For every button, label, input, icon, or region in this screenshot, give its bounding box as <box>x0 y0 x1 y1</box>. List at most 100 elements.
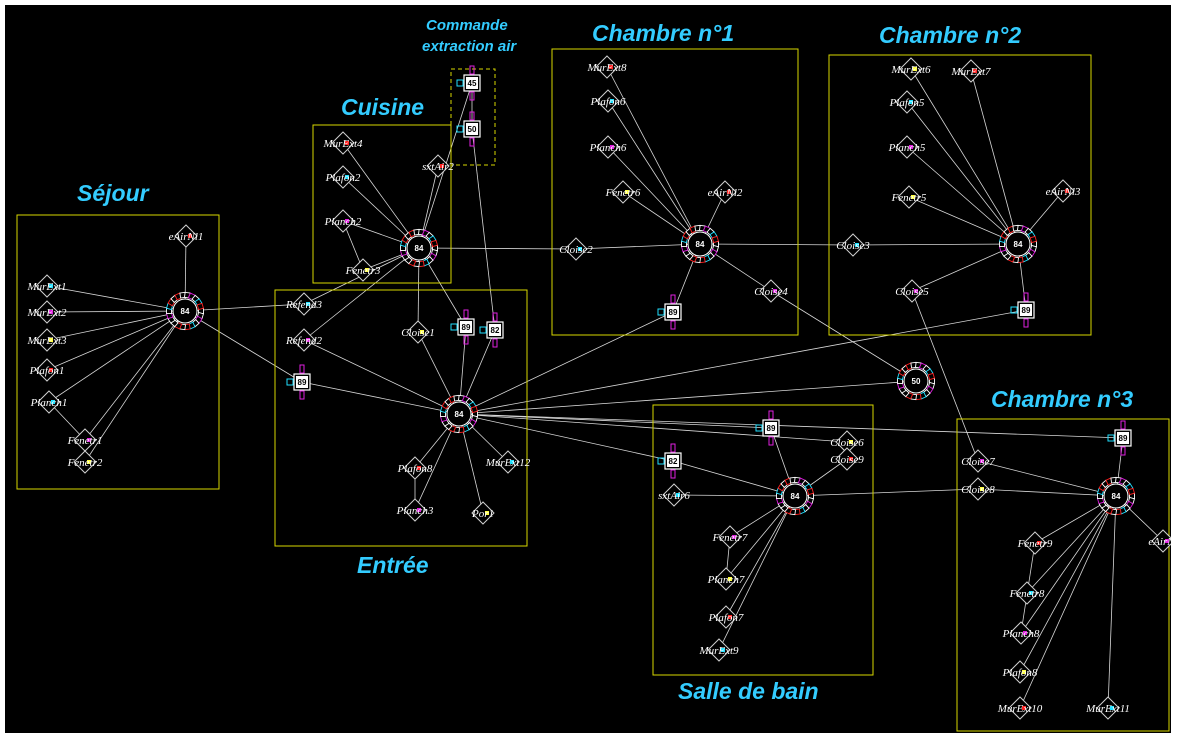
node-eairnl2[interactable]: eAirNl2 <box>708 180 743 204</box>
link-h_sejour-Plafon1 <box>46 310 186 371</box>
node-refend3[interactable]: Refend3 <box>285 292 323 316</box>
node-refend2[interactable]: Refend2 <box>285 328 323 352</box>
node-fenetr6[interactable]: Fenetr6 <box>605 180 641 204</box>
node-label: Planch3 <box>396 505 434 517</box>
node-planch5[interactable]: Planch5 <box>888 135 926 159</box>
block-b_45[interactable]: 45 <box>456 65 481 101</box>
node-sxtair2[interactable]: sxtAir2 <box>422 154 454 178</box>
node-plafon7[interactable]: Plafon7 <box>708 605 744 629</box>
node-plafon8b[interactable]: Plafon8 <box>1002 660 1038 684</box>
hub-h_sejour[interactable]: 84 <box>165 291 205 331</box>
node-eairnl4[interactable]: eAirNl <box>1148 529 1171 553</box>
hub-h_entree[interactable]: 84 <box>439 394 479 434</box>
node-cloise2[interactable]: Cloise2 <box>559 237 593 261</box>
link-h_entree-Refend2 <box>303 339 460 415</box>
block-b_50[interactable]: 50 <box>456 111 481 147</box>
port-marker <box>1120 420 1126 430</box>
node-planch7[interactable]: Planch7 <box>707 567 745 591</box>
node-cloise8[interactable]: Cloise8 <box>961 477 995 501</box>
node-plafon8[interactable]: Plafon8 <box>397 456 433 480</box>
node-murext7[interactable]: MurExt7 <box>950 59 991 83</box>
hub-h_mix[interactable]: 50 <box>896 361 936 401</box>
block-b_89sej[interactable]: 89 <box>286 364 311 400</box>
node-por1[interactable]: Por1 <box>471 501 495 525</box>
port-marker <box>456 125 464 133</box>
node-murext12[interactable]: MurExt12 <box>485 450 531 474</box>
node-cloise1[interactable]: Cloise1 <box>401 320 435 344</box>
link-h_ch2-Plafon5 <box>906 101 1019 245</box>
block-b_89ch2[interactable]: 89 <box>1010 292 1035 328</box>
node-plafon6[interactable]: Plafon6 <box>590 89 626 113</box>
node-label: MurExt3 <box>26 335 67 347</box>
node-label: Refend3 <box>285 299 323 311</box>
node-fenetr5[interactable]: Fenetr5 <box>891 185 927 209</box>
hub-number: 84 <box>415 244 424 253</box>
block-b_82a[interactable]: 82 <box>479 312 504 348</box>
node-planch2[interactable]: Planch2 <box>324 209 362 233</box>
node-diamond <box>959 59 983 83</box>
node-murext9[interactable]: MurExt9 <box>698 638 739 662</box>
node-planch6[interactable]: Planch6 <box>589 135 627 159</box>
node-cloise3[interactable]: Cloise3 <box>836 233 870 257</box>
block-b_89ch1[interactable]: 89 <box>657 294 682 330</box>
node-murext1[interactable]: MurExt1 <box>26 274 67 298</box>
node-fenetr7[interactable]: Fenetr7 <box>712 525 748 549</box>
node-cloise7[interactable]: Cloise7 <box>961 449 995 473</box>
node-port <box>849 457 853 461</box>
block-b_89a[interactable]: 89 <box>450 309 475 345</box>
node-murext2[interactable]: MurExt2 <box>26 300 67 324</box>
node-sxtair6[interactable]: sxtAir6 <box>658 483 690 507</box>
node-label: MurExt2 <box>26 307 67 319</box>
node-planch3[interactable]: Planch3 <box>396 498 434 522</box>
node-diamond <box>895 135 919 159</box>
node-eairnl1[interactable]: eAirNl1 <box>169 224 204 248</box>
node-murext11[interactable]: MurExt11 <box>1085 696 1130 720</box>
node-diamond <box>841 233 865 257</box>
hub-h_ch3[interactable]: 84 <box>1096 476 1136 516</box>
node-fenetr9[interactable]: Fenetr9 <box>1017 531 1053 555</box>
node-eairnl3[interactable]: eAirNl3 <box>1046 179 1081 203</box>
node-cloise6[interactable]: Cloise6 <box>830 430 864 454</box>
node-murext6[interactable]: MurExt6 <box>890 57 931 81</box>
hub-h_ch2[interactable]: 84 <box>998 224 1038 264</box>
node-cloise5[interactable]: Cloise5 <box>895 279 929 303</box>
node-fenetr8[interactable]: Fenetr8 <box>1009 581 1045 605</box>
link-h_sejour-b_89sej <box>184 310 303 383</box>
node-cloise4[interactable]: Cloise4 <box>754 279 788 303</box>
node-diamond <box>174 224 198 248</box>
node-plafon1[interactable]: Plafon1 <box>29 358 65 382</box>
hub-h_cuisine[interactable]: 84 <box>399 228 439 268</box>
node-label: eAirNl2 <box>708 187 743 199</box>
room-title-sdb: Salle de bain <box>678 678 819 704</box>
node-fenetr3[interactable]: Fenetr3 <box>345 258 381 282</box>
port-marker <box>456 79 464 87</box>
node-plafon2[interactable]: Plafon2 <box>325 165 361 189</box>
node-diamond <box>496 450 520 474</box>
hub-h_ch1[interactable]: 84 <box>680 224 720 264</box>
node-cloise9[interactable]: Cloise9 <box>830 447 864 471</box>
node-port <box>913 67 917 71</box>
link-h_ch1-MurExt8 <box>606 66 701 245</box>
node-label: Planch7 <box>707 574 745 586</box>
node-fenetr2[interactable]: Fenetr2 <box>67 450 103 474</box>
node-label: MurExt8 <box>586 62 627 74</box>
node-murext10[interactable]: MurExt10 <box>997 696 1043 720</box>
block-b_89ch3[interactable]: 89 <box>1107 420 1132 456</box>
node-murext4[interactable]: MurExt4 <box>322 131 363 155</box>
link-h_ch3-Planch8 <box>1020 495 1117 634</box>
room-title-entree: Entrée <box>357 552 429 578</box>
hub-h_sdb[interactable]: 84 <box>775 476 815 516</box>
node-label: Planch1 <box>30 397 68 409</box>
node-murext3[interactable]: MurExt3 <box>26 328 67 352</box>
block-b_89sdb[interactable]: 89 <box>755 410 780 446</box>
node-planch8[interactable]: Planch8 <box>1002 621 1040 645</box>
node-label: Cloise6 <box>830 437 864 449</box>
block-b_82sdb[interactable]: 82 <box>657 443 682 479</box>
port-marker <box>657 457 665 465</box>
block-number: 89 <box>767 424 776 433</box>
node-planch1[interactable]: Planch1 <box>30 390 68 414</box>
node-plafon5[interactable]: Plafon5 <box>889 90 925 114</box>
node-fenetr1[interactable]: Fenetr1 <box>67 428 103 452</box>
node-label: Fenetr2 <box>67 457 103 469</box>
node-murext8[interactable]: MurExt8 <box>586 55 627 79</box>
